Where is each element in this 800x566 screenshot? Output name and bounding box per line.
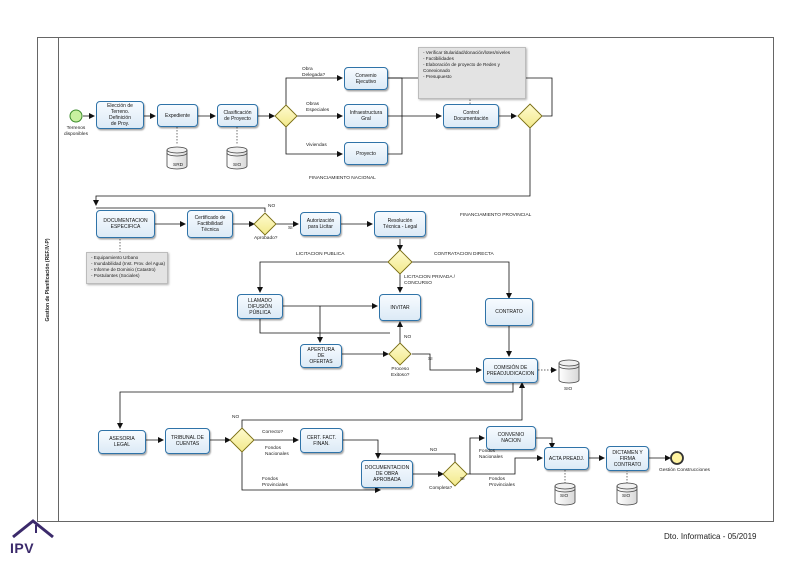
gateway-aprobado xyxy=(253,212,277,236)
task-tribunal-cuentas[interactable]: TRIBUNAL DE CUENTAS xyxy=(165,428,210,454)
datastore-sio-2-icon xyxy=(558,359,580,384)
note-documentacion-line: - Informe de Dominio (Catastro) xyxy=(91,266,156,272)
datastore-srd-icon xyxy=(166,146,188,170)
gateway-control xyxy=(517,103,543,129)
task-control-documentacion[interactable]: Control Documentación xyxy=(443,104,499,128)
label-obras-especiales: Obras Especiales xyxy=(306,102,330,113)
label-fondos-nacionales: Fondos Nacionales xyxy=(265,446,289,457)
start-event-label: Terrenos disponibles xyxy=(64,126,89,137)
datastore-sio-label: SIO xyxy=(622,494,631,499)
note-documentacion: - Equipamiento Urbano - Inundabilidad (I… xyxy=(86,252,168,284)
datastore-sio-1-icon xyxy=(226,146,248,170)
footer-text: Dto. Informatica - 05/2019 xyxy=(664,532,757,541)
start-event xyxy=(69,109,83,123)
task-infraestructura-gral[interactable]: Infraestructura Gral xyxy=(344,104,388,128)
lane-header xyxy=(37,37,59,522)
task-autorizacion-licitar[interactable]: Autorización para Licitar xyxy=(300,212,341,236)
task-proyecto[interactable]: Proyecto xyxy=(344,142,388,165)
datastore-sio-4-icon xyxy=(616,482,638,506)
datastore-sio-label: SIO xyxy=(560,494,569,499)
note-control-line: - Verificar titularidad/donación/lotes/n… xyxy=(423,50,511,55)
task-acta-preadj[interactable]: ACTA PREADJ. xyxy=(544,447,589,470)
task-convenio-ejecutivo[interactable]: Convenio Ejecutivo xyxy=(344,67,388,90)
datastore-sio-label: SIO xyxy=(233,163,242,168)
note-control-line: Conexionado xyxy=(423,67,451,73)
label-no: NO xyxy=(404,335,412,340)
end-event xyxy=(670,451,684,465)
note-control: - Verificar titularidad/donación/lotes/n… xyxy=(418,47,526,99)
label-fondos-provinciales: Fondos Provinciales xyxy=(262,477,288,488)
label-fondos-nacionales: Fondos Nacionales xyxy=(479,449,503,460)
label-correcto: Correcto? xyxy=(262,430,284,435)
data-associations xyxy=(119,98,628,483)
task-asesoria-legal[interactable]: ASESORIA LEGAL xyxy=(98,430,146,454)
sequence-flows xyxy=(83,70,671,493)
ipv-logo-icon xyxy=(12,519,54,539)
gateway-tipo-contratacion xyxy=(387,249,413,275)
end-event-label: Gestión Construcciones xyxy=(659,468,710,473)
task-cert-fact-finan[interactable]: CERT. FACT. FINAN. xyxy=(300,428,343,453)
task-dictamen-firma-contrato[interactable]: DICTAMEN Y FIRMA CONTRATO xyxy=(606,446,649,471)
label-licitacion-privada: LICITACION PRIVADA / CONCURSO xyxy=(404,275,455,286)
task-comision-preadjudicacion[interactable]: COMISIÓN DE PREADJUDICACION xyxy=(483,358,538,383)
label-contratacion-directa: CONTRATACION DIRECTA xyxy=(434,252,494,257)
task-documentacion-obra-aprobada[interactable]: DOCUMENTACION DE OBRA APROBADA xyxy=(361,460,413,488)
label-si: SI xyxy=(428,357,433,362)
gateway-correcto xyxy=(229,427,255,453)
task-certificado-factibilidad[interactable]: Certificado de Factibilidad Técnica xyxy=(187,210,233,238)
task-invitar[interactable]: INVITAR xyxy=(379,294,421,321)
label-obra-delegada: Obra Delegada? xyxy=(302,67,326,78)
task-clasificacion-proyecto[interactable]: Clasificación de Proyecto xyxy=(217,104,258,127)
data-stores xyxy=(166,146,638,506)
gateway-obra-type xyxy=(274,104,298,128)
label-si: SI xyxy=(288,226,293,231)
label-financiamiento-nacional: FINANCIAMIENTO NACIONAL xyxy=(309,176,376,181)
task-apertura-ofertas[interactable]: APERTURA DE OFERTAS xyxy=(300,344,342,368)
note-control-line: - Factibilidades xyxy=(423,55,454,61)
label-financiamiento-provincial: FINANCIAMIENTO PROVINCIAL xyxy=(460,213,532,218)
label-viviendas: Viviendas xyxy=(306,143,327,148)
task-expediente[interactable]: Expediente xyxy=(157,104,198,127)
label-aprobado: Aprobado? xyxy=(254,236,278,241)
datastore-srd-label: SRD xyxy=(173,163,184,168)
note-documentacion-line: - Postulantes (Sociales) xyxy=(91,272,140,278)
note-control-line: - Presupuesto xyxy=(423,73,452,79)
label-proceso-exitoso: Proceso Exitoso? xyxy=(391,367,410,378)
gateway-completa xyxy=(442,461,468,487)
gateway-proceso-exitoso xyxy=(388,342,412,366)
task-convenio-nacion[interactable]: CONVENIO NACION xyxy=(486,426,536,450)
label-licitacion-publica: LICITACION PUBLICA xyxy=(296,252,345,257)
task-llamado-difusion-publica[interactable]: LLAMADO DIFUSIÓN PÚBLICA xyxy=(237,294,283,319)
datastore-sio-label: SIO xyxy=(564,387,573,392)
label-no: NO xyxy=(232,415,240,420)
label-si: SI xyxy=(460,477,465,482)
label-fondos-provinciales: Fondos Provinciales xyxy=(489,477,515,488)
ipv-logo-text: IPV xyxy=(10,540,35,556)
task-resolucion-tecnica-legal[interactable]: Resolución Técnica - Legal xyxy=(374,211,426,237)
task-contrato[interactable]: CONTRATO xyxy=(485,298,533,326)
datastore-sio-3-icon xyxy=(554,482,576,506)
note-documentacion-line: - Equipamiento Urbano xyxy=(91,255,139,260)
lane-label: Gestion de Planificación (REF.IV-P) xyxy=(45,238,51,322)
label-no: NO xyxy=(268,204,276,209)
label-no: NO xyxy=(430,448,438,453)
note-documentacion-line: - Inundabilidad (Inst. Prov. del Agua) xyxy=(91,260,165,266)
task-documentacion-especifica[interactable]: DOCUMENTACION ESPECIFICA xyxy=(96,210,155,238)
gateways xyxy=(229,103,543,487)
label-completa: Completa? xyxy=(429,486,453,491)
task-eleccion-terreno[interactable]: Elección de Terreno. Definición de Proy. xyxy=(96,101,144,129)
note-control-line: - Elaboración de proyecto de Redes y xyxy=(423,61,500,67)
